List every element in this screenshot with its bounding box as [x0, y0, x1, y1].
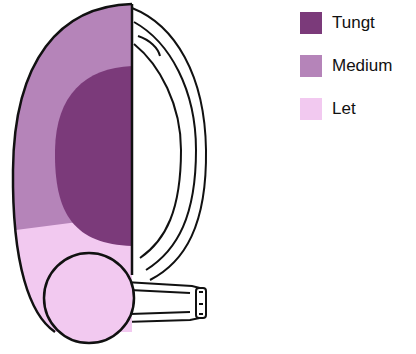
legend: TungtMediumLet [300, 12, 392, 141]
legend-text: Medium [332, 55, 392, 77]
legend-row: Tungt [300, 12, 392, 55]
legend-swatch [300, 12, 322, 34]
legend-row: Medium [300, 55, 392, 98]
legend-text: Tungt [332, 12, 375, 34]
legend-row: Let [300, 98, 392, 141]
legend-swatch [300, 98, 322, 120]
mouthpiece [125, 282, 206, 322]
legend-text: Let [332, 98, 356, 120]
actuator-outline [132, 8, 206, 280]
legend-swatch [300, 55, 322, 77]
canister-edge [131, 4, 134, 275]
canister-base [44, 253, 134, 343]
